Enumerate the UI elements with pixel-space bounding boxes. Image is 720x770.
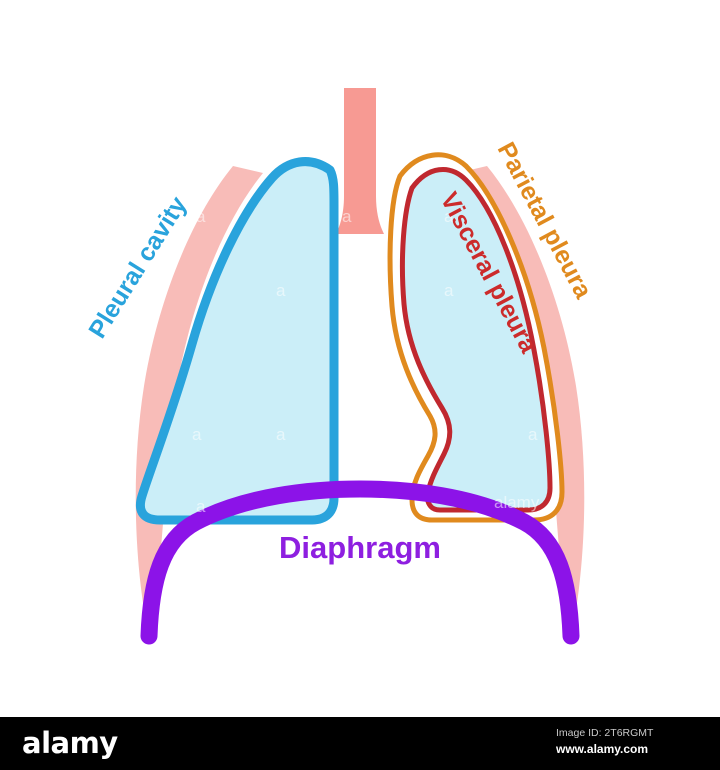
ghost-watermark: a — [342, 497, 352, 516]
ghost-watermark: a — [196, 497, 206, 516]
alamy-logo: alamy — [22, 726, 118, 760]
ghost-watermark: a — [276, 281, 286, 300]
right-lung-group — [387, 152, 565, 523]
left-lung-group — [135, 157, 339, 525]
ghost-watermark: a — [192, 425, 202, 444]
lung-anatomy-diagram: a a a a a a a a a a alamy Pleural cavity… — [83, 88, 598, 645]
ghost-watermark: a — [444, 281, 454, 300]
ghost-watermark-wordmark: alamy — [494, 493, 540, 512]
diaphragm — [140, 480, 580, 645]
ghost-watermark-group: a a a a a a a a a a alamy — [192, 207, 540, 516]
ghost-watermark: a — [528, 425, 538, 444]
trachea — [336, 88, 384, 234]
ghost-watermark: a — [444, 207, 454, 226]
diagram-canvas: a a a a a a a a a a alamy Pleural cavity… — [83, 88, 598, 645]
image-id-text: Image ID: 2T6RGMT — [556, 727, 654, 739]
ghost-watermark: a — [342, 207, 352, 226]
alamy-watermark-bar: alamy Image ID: 2T6RGMT www.alamy.com — [0, 717, 720, 770]
trachea-group — [336, 88, 384, 234]
diaphragm-group — [140, 480, 580, 645]
ghost-watermark: a — [276, 425, 286, 444]
watermark-meta: Image ID: 2T6RGMT www.alamy.com — [556, 726, 706, 759]
left-lung — [135, 157, 339, 525]
visceral-pleura-outline — [399, 167, 553, 513]
ghost-watermark: a — [196, 207, 206, 226]
alamy-url-text: www.alamy.com — [556, 742, 649, 757]
label-diaphragm: Diaphragm — [279, 530, 441, 565]
